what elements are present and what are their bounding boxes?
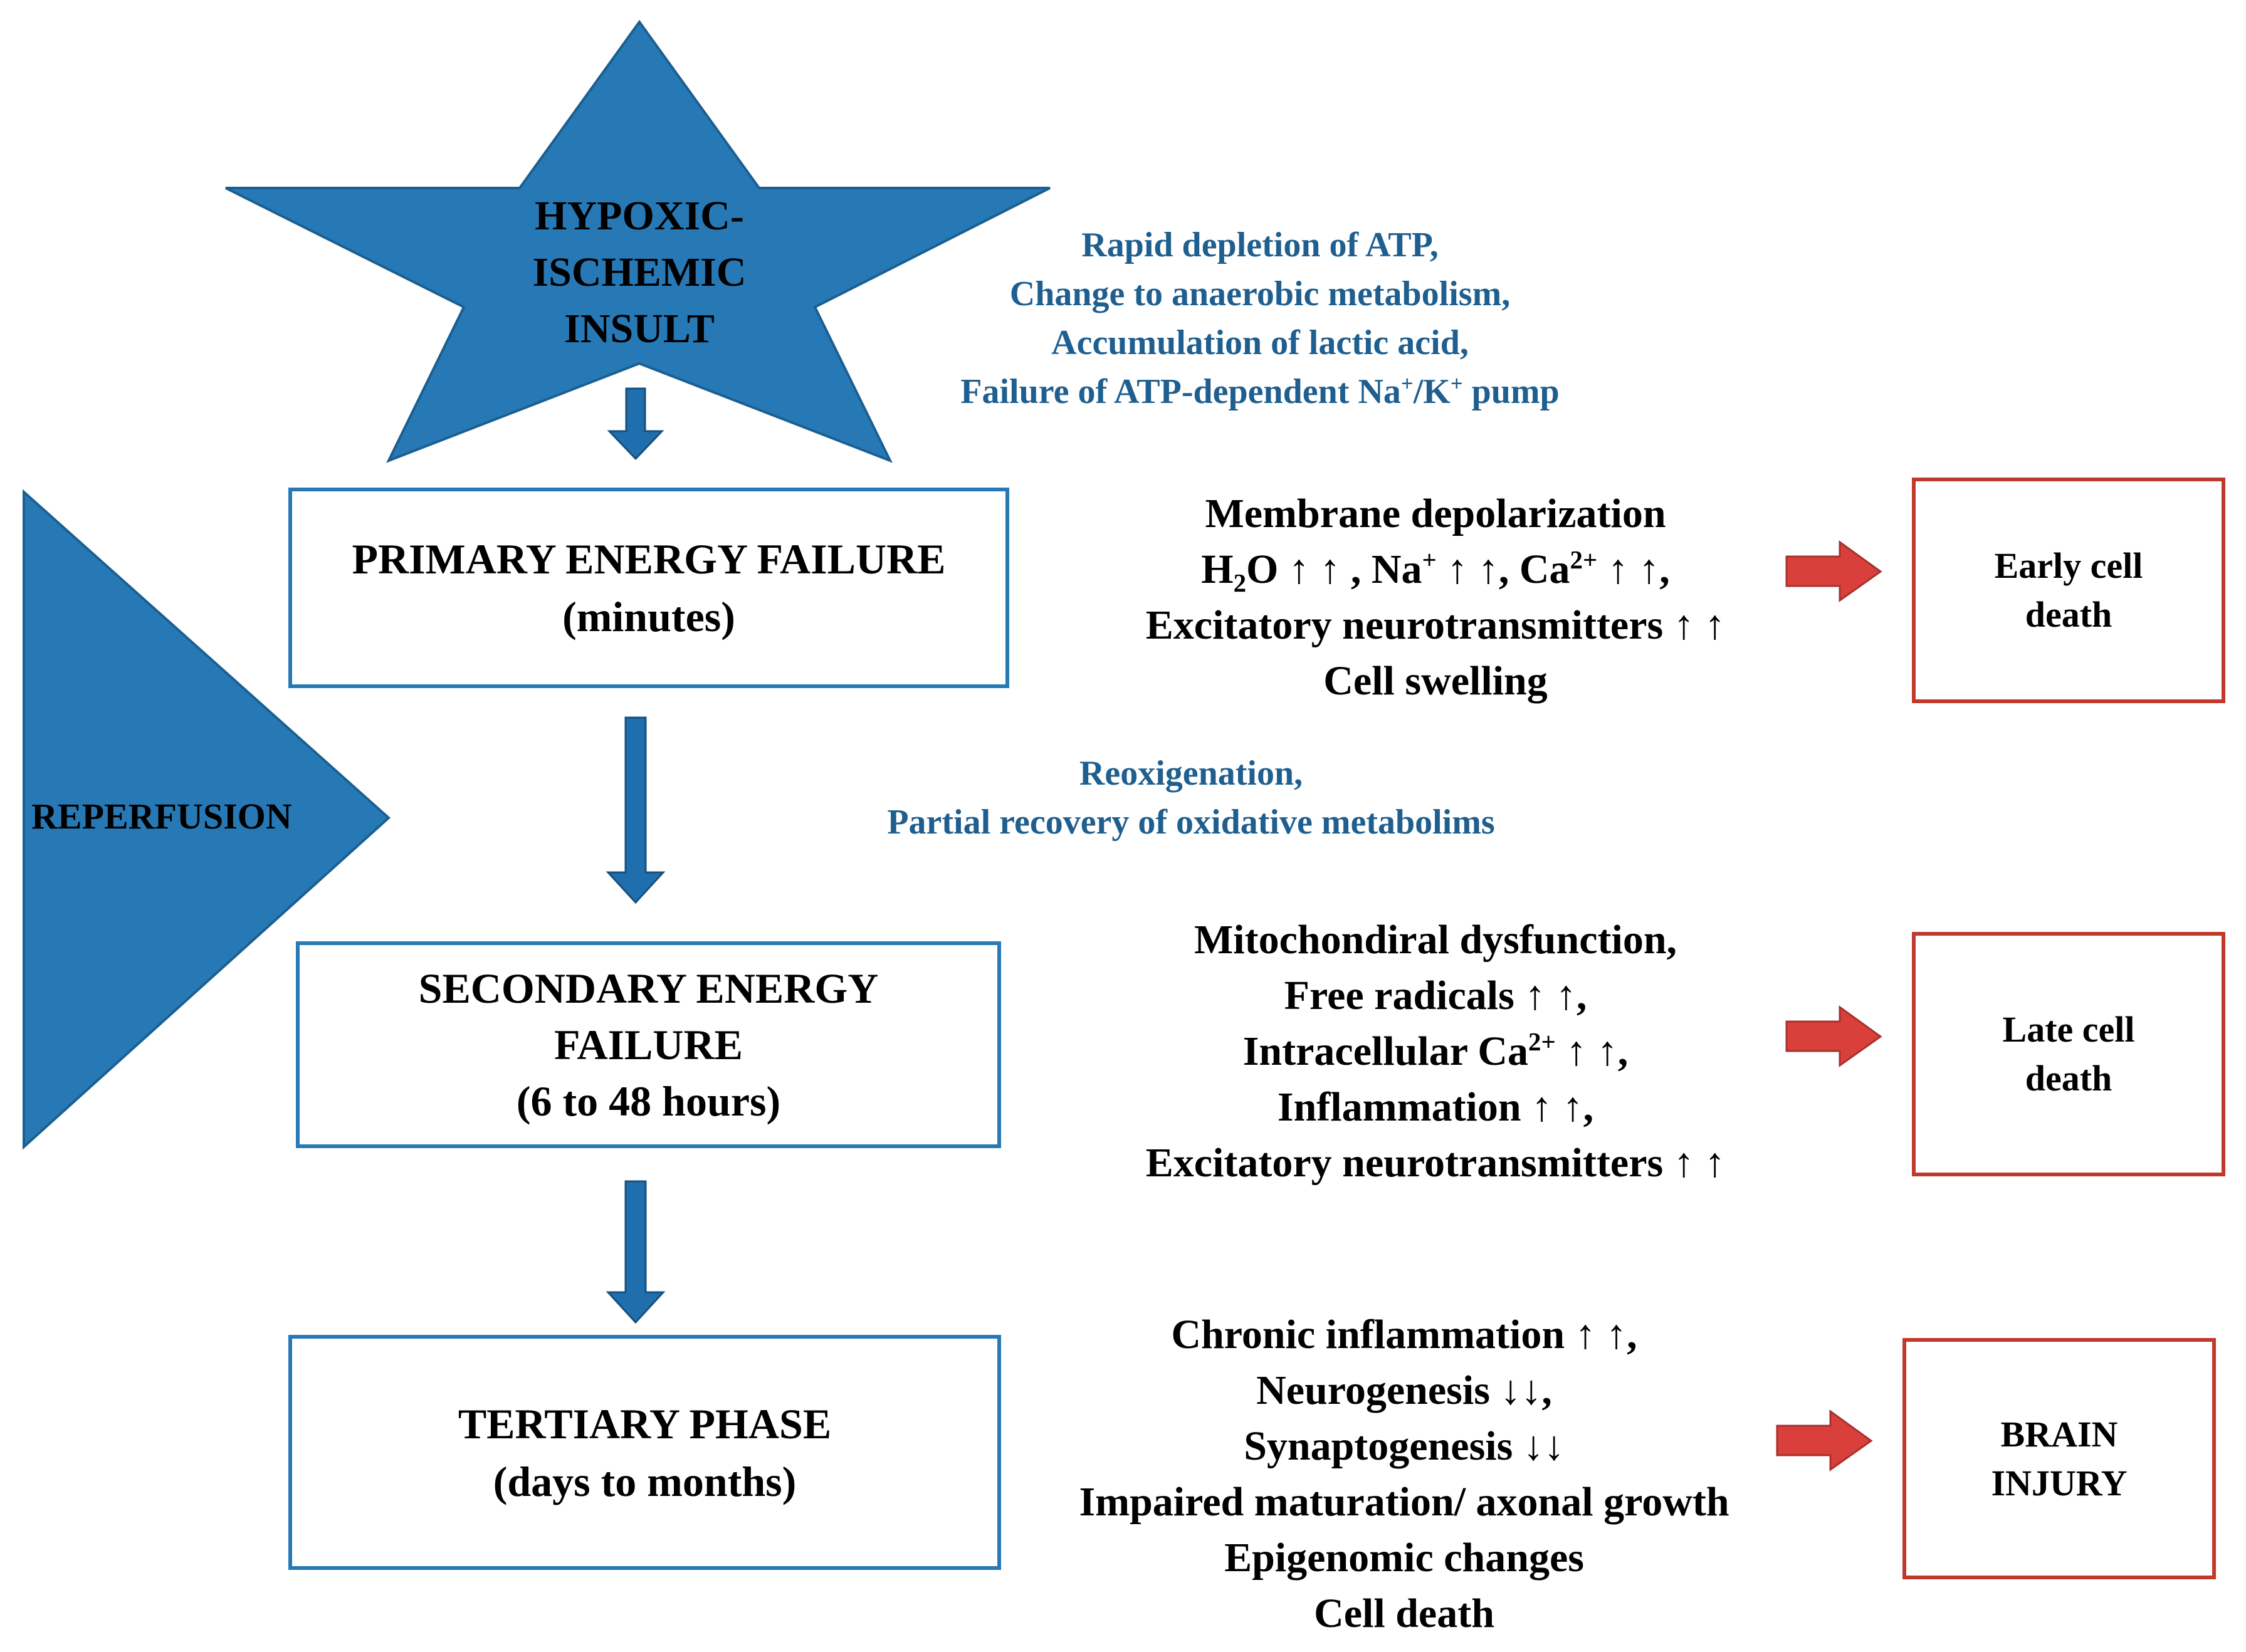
secondary-effect-3: Intracellular Ca2+ ↑ ↑, <box>1242 1028 1629 1074</box>
tertiary-title: TERTIARY PHASE <box>458 1399 832 1448</box>
secondary-effect-4: Inflammation ↑ ↑, <box>1277 1084 1594 1130</box>
late-death-line-2: death <box>2025 1058 2112 1099</box>
reperfusion-label: REPERFUSION <box>31 796 292 837</box>
early-cell-death-box: Early cell death <box>1912 478 2225 703</box>
arrow-primary-to-early-death <box>1785 540 1882 602</box>
brain-injury-line-1: BRAIN <box>2000 1413 2118 1455</box>
insult-line-3: INSULT <box>564 306 715 352</box>
primary-time: (minutes) <box>562 593 735 640</box>
tertiary-effect-4: Impaired maturation/ axonal growth <box>1079 1479 1729 1525</box>
primary-effect-3: Excitatory neurotransmitters ↑ ↑ <box>1145 602 1726 648</box>
tertiary-time: (days to months) <box>493 1457 797 1505</box>
atp-depletion-notes: Rapid depletion of ATP, Change to anaero… <box>884 221 1636 416</box>
late-death-line-1: Late cell <box>2002 1009 2135 1050</box>
arrow-tertiary-to-brain-injury <box>1776 1409 1873 1472</box>
tertiary-phase-box: TERTIARY PHASE (days to months) <box>288 1335 1001 1570</box>
arrow-primary-to-secondary <box>606 716 666 904</box>
primary-effect-1: Membrane depolarization <box>1205 491 1666 536</box>
secondary-effect-5: Excitatory neurotransmitters ↑ ↑ <box>1145 1140 1726 1186</box>
late-cell-death-box: Late cell death <box>1912 932 2225 1176</box>
secondary-energy-failure-box: SECONDARY ENERGY FAILURE (6 to 48 hours) <box>296 941 1001 1148</box>
atp-note-4: Failure of ATP-dependent Na+/K+ pump <box>960 371 1560 411</box>
primary-effects: Membrane depolarization H2O ↑ ↑ , Na+ ↑ … <box>1041 486 1830 709</box>
reox-note-1: Reoxigenation, <box>1079 754 1303 793</box>
primary-energy-failure-box: PRIMARY ENERGY FAILURE (minutes) <box>288 488 1009 688</box>
secondary-title-2: FAILURE <box>554 1021 743 1069</box>
primary-effect-2: H2O ↑ ↑ , Na+ ↑ ↑, Ca2+ ↑ ↑, <box>1201 546 1670 598</box>
atp-note-2: Change to anaerobic metabolism, <box>1009 274 1511 313</box>
tertiary-effect-6: Cell death <box>1314 1591 1494 1636</box>
primary-effect-4: Cell swelling <box>1323 658 1548 704</box>
reox-note-2: Partial recovery of oxidative metabolims <box>887 803 1495 842</box>
secondary-effect-2: Free radicals ↑ ↑, <box>1284 973 1587 1018</box>
reperfusion-triangle-shape <box>23 489 391 1150</box>
secondary-effect-1: Mitochondiral dysfunction, <box>1194 917 1677 963</box>
secondary-effects: Mitochondiral dysfunction, Free radicals… <box>1041 912 1830 1191</box>
atp-note-1: Rapid depletion of ATP, <box>1081 226 1439 264</box>
arrow-secondary-to-tertiary <box>606 1180 666 1324</box>
insult-line-1: HYPOXIC- <box>535 193 744 239</box>
arrow-insult-to-primary <box>607 387 664 461</box>
secondary-title-1: SECONDARY ENERGY <box>418 965 879 1012</box>
tertiary-effect-5: Epigenomic changes <box>1224 1535 1584 1581</box>
insult-label: HYPOXIC- ISCHEMIC INSULT <box>476 188 802 357</box>
early-death-line-2: death <box>2025 594 2112 635</box>
tertiary-effect-3: Synaptogenesis ↓↓ <box>1244 1423 1565 1469</box>
atp-note-3: Accumulation of lactic acid, <box>1051 323 1469 362</box>
tertiary-effect-2: Neurogenesis ↓↓, <box>1256 1367 1552 1413</box>
tertiary-effect-1: Chronic inflammation ↑ ↑, <box>1171 1312 1637 1357</box>
insult-star-shape <box>225 19 1051 463</box>
early-death-line-1: Early cell <box>1994 545 2143 586</box>
reoxygenation-notes: Reoxigenation, Partial recovery of oxida… <box>809 749 1573 847</box>
insult-line-2: ISCHEMIC <box>532 249 747 295</box>
secondary-time: (6 to 48 hours) <box>516 1077 781 1125</box>
arrow-secondary-to-late-death <box>1785 1005 1882 1067</box>
brain-injury-line-2: INJURY <box>1991 1462 2128 1503</box>
brain-injury-box: BRAIN INJURY <box>1902 1338 2216 1579</box>
primary-title: PRIMARY ENERGY FAILURE <box>352 535 946 583</box>
tertiary-effects: Chronic inflammation ↑ ↑, Neurogenesis ↓… <box>1015 1307 1793 1641</box>
